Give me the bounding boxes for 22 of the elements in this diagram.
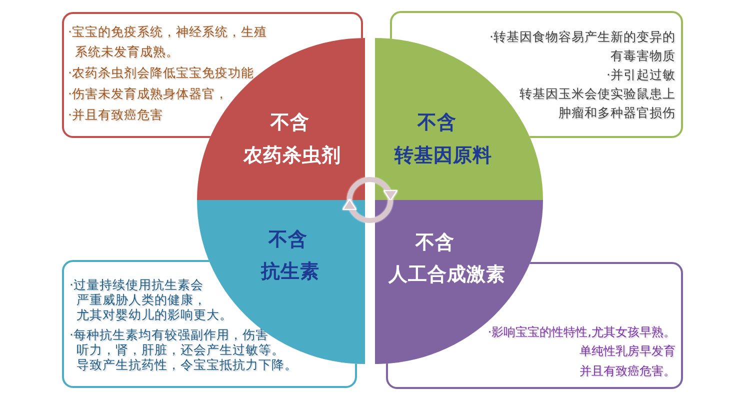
curved-arrow	[347, 177, 397, 201]
note-text: ·转基因食物容易产生新的变异的有毒害物质	[490, 28, 676, 65]
note-text: ·并且有致癌危害	[68, 106, 163, 124]
note-text: ·伤害未发育成熟身体器官，	[68, 85, 228, 103]
segment-heading: 不含	[418, 112, 456, 134]
info-box	[62, 260, 357, 388]
note-text: ·宝宝的免疫系统，神经系统，生殖系统未发育成熟。	[68, 23, 267, 61]
note-text: ·影响宝宝的性特性,尤其女孩早熟。单纯性乳房早发育并且有致癌危害。	[488, 324, 676, 380]
note-text: ·并引起过敏	[606, 66, 676, 84]
note-text: ·农药杀虫剂会降低宝宝免疫功能	[68, 64, 254, 82]
note-text: 转基因玉米会使实验鼠患上肿瘤和多种器官损伤	[520, 85, 676, 122]
segment-label: 农药杀虫剂	[243, 144, 341, 168]
note-text: ·过量持续使用抗生素会严重威胁人类的健康，尤其对婴幼儿的影响更大。	[70, 277, 232, 322]
segment-label: 人工合成激素	[388, 264, 506, 286]
info-box	[386, 262, 683, 389]
segment-heading: 不含	[270, 112, 310, 134]
curved-arrow	[343, 199, 393, 223]
segment-label: 抗生素	[260, 260, 320, 284]
segment-heading: 不含	[416, 232, 454, 254]
segment-heading: 不含	[268, 228, 308, 252]
segment-label: 转基因原料	[394, 144, 492, 168]
note-text: ·每种抗生素均有较强副作用，伤害听力，肾，肝脏，还会产生过敏等。导致产生抗药性，令宝宝抵抗力下降。	[70, 327, 298, 372]
